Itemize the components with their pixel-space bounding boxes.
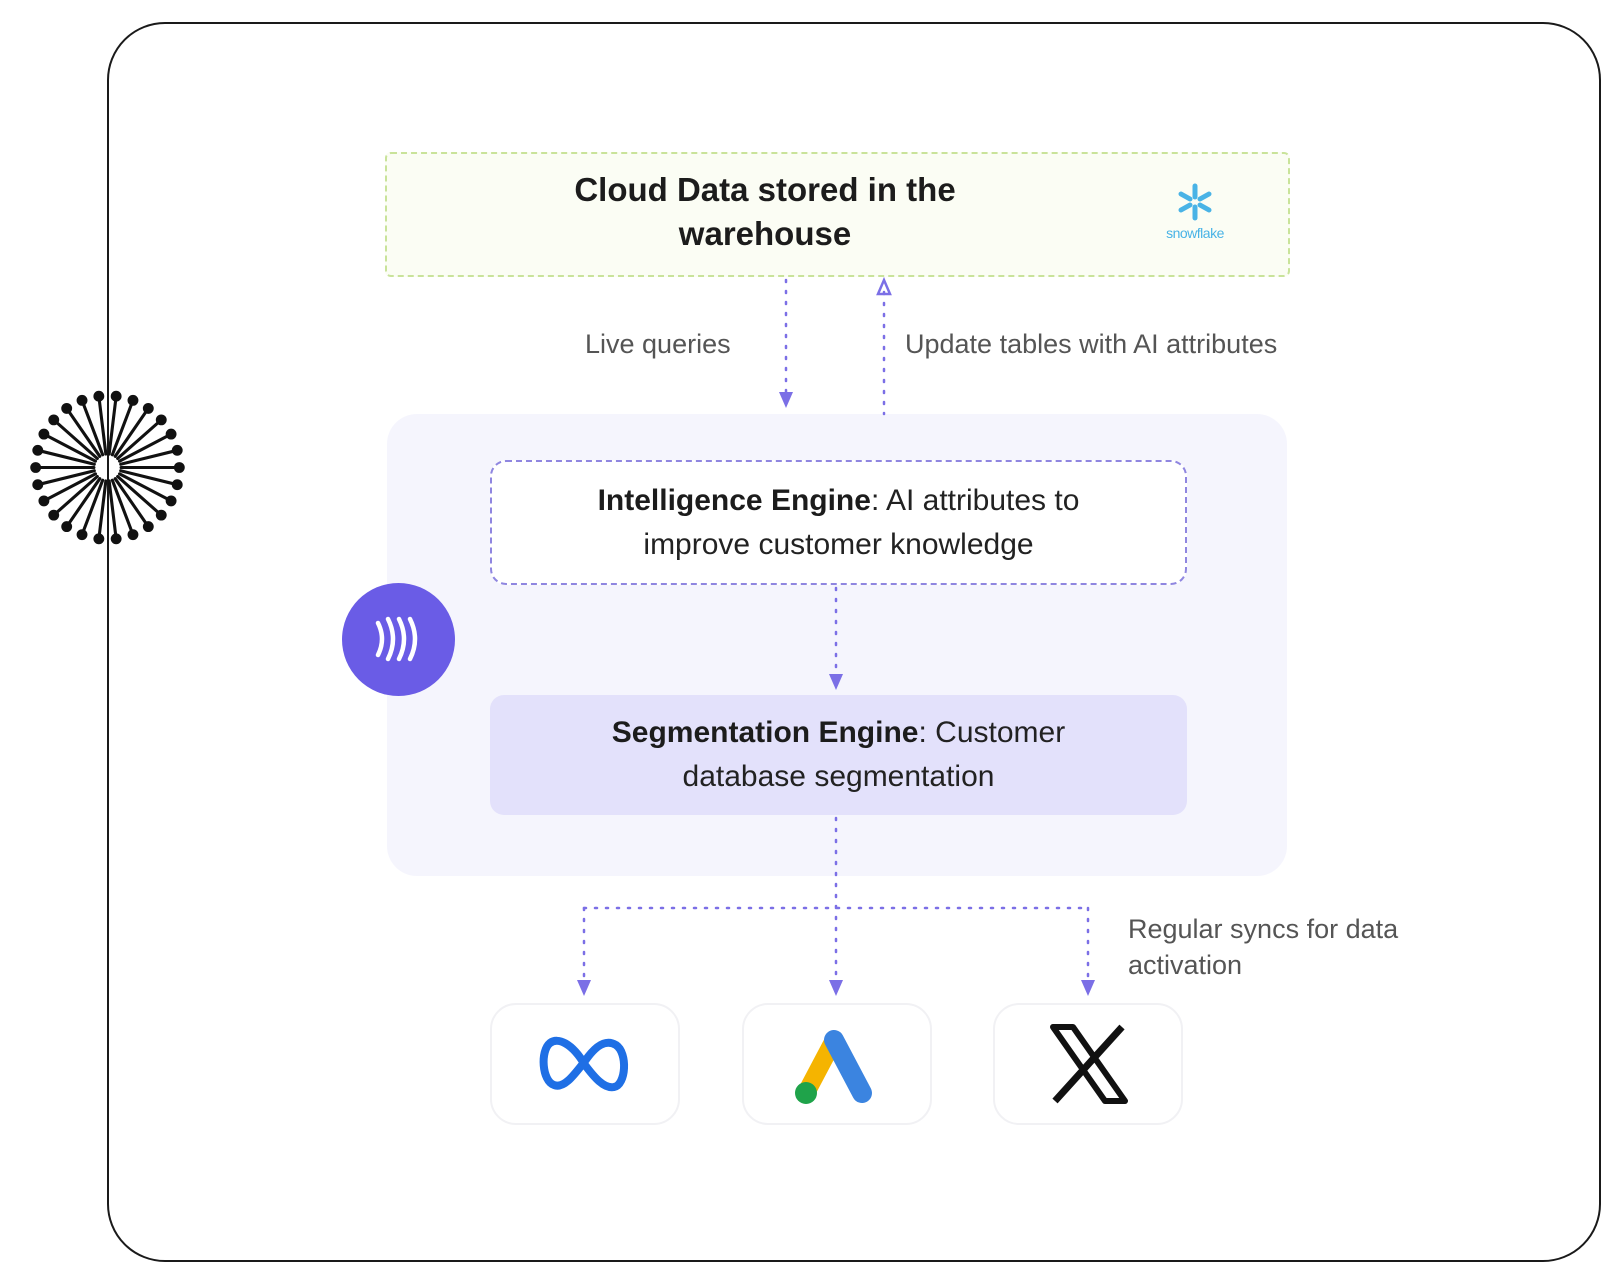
arrow-to-meta — [577, 980, 591, 996]
live-queries-label: Live queries — [585, 329, 731, 359]
regular-syncs-label: Regular syncs for data activation — [1128, 911, 1398, 983]
brand-badge — [342, 583, 455, 696]
arrow-to-x — [1081, 980, 1095, 996]
starburst-dot — [110, 390, 122, 402]
starburst-dot — [61, 402, 73, 414]
starburst-ray — [116, 418, 163, 461]
starburst-dot — [127, 529, 139, 541]
sound-waves-icon — [375, 616, 418, 662]
seg-separator: : — [918, 716, 927, 749]
segmentation-engine-desc2: database segmentation — [682, 760, 995, 793]
starburst-ray — [113, 477, 150, 529]
intelligence-engine-box: Intelligence Engine: AI attributes to im… — [490, 460, 1187, 585]
starburst-dot — [173, 462, 185, 473]
starburst-dot — [142, 521, 154, 533]
arrow-to-segmentation — [829, 674, 843, 690]
segmentation-engine-name: Segmentation Engine — [611, 716, 919, 749]
starburst-ray — [52, 474, 99, 517]
starburst-dot — [48, 509, 60, 521]
snowflake-label: snowflake — [1166, 225, 1224, 241]
starburst-ray — [110, 478, 135, 537]
meta-icon — [539, 1036, 628, 1092]
starburst-ray — [117, 432, 173, 463]
starburst-ray — [97, 479, 108, 541]
destination-google-ads — [742, 1003, 932, 1125]
starburst-ray — [117, 472, 173, 503]
starburst-dot — [32, 444, 44, 456]
intelligence-engine-desc1: AI attributes to — [879, 484, 1080, 517]
starburst-ray — [113, 406, 150, 458]
starburst-dot — [155, 509, 167, 521]
regular-syncs-line2: activation — [1128, 950, 1243, 980]
starburst-dot — [61, 521, 73, 533]
starburst-dot — [110, 533, 122, 545]
warehouse-box — [385, 152, 1290, 277]
destination-meta — [490, 1003, 680, 1125]
destination-x — [993, 1003, 1183, 1125]
arrow-update-tables — [876, 276, 892, 296]
starburst-ray — [42, 432, 98, 463]
starburst-ray — [107, 394, 118, 456]
warehouse-title-line2: warehouse — [678, 215, 852, 252]
x-icon — [1050, 1024, 1128, 1104]
snowflake-icon — [1178, 183, 1212, 221]
arrow-to-google-ads — [829, 980, 843, 996]
warehouse-title-line1: Cloud Data stored in the — [574, 171, 956, 208]
intel-separator: : — [870, 484, 880, 517]
starburst-ray — [65, 477, 102, 529]
starburst-ray — [119, 469, 179, 487]
starburst-ray — [42, 472, 98, 503]
starburst-ray — [52, 418, 99, 461]
starburst-ray — [80, 398, 105, 457]
starburst-dot — [93, 390, 105, 402]
starburst-dot — [38, 428, 50, 440]
starburst-ray — [80, 478, 105, 537]
starburst-dot — [76, 394, 88, 406]
regular-syncs-line1: Regular syncs for data — [1128, 914, 1399, 944]
update-tables-label: Update tables with AI attributes — [905, 329, 1278, 359]
starburst-dot — [155, 414, 167, 426]
starburst-dot — [76, 529, 88, 541]
google-ads-icon — [795, 1030, 872, 1104]
starburst-ray — [97, 394, 108, 456]
starburst-dot — [171, 479, 183, 491]
starburst-dot — [165, 428, 177, 440]
starburst-ray — [110, 398, 135, 457]
starburst-dot — [30, 462, 42, 473]
starburst-dot — [93, 533, 105, 545]
warehouse-title: Cloud Data stored in the warehouse — [385, 168, 1145, 256]
starburst-ray — [36, 469, 96, 487]
starburst-ray — [107, 479, 118, 541]
starburst-dot — [127, 394, 139, 406]
starburst-dot — [171, 444, 183, 456]
starburst-ray — [36, 448, 96, 466]
starburst-dot — [38, 495, 50, 507]
starburst-ray — [119, 448, 179, 466]
arrow-live-queries — [779, 392, 793, 408]
starburst-dot — [32, 479, 44, 491]
snowflake-logo: snowflake — [1140, 182, 1250, 252]
segmentation-engine-box: Segmentation Engine: Customer database s… — [490, 695, 1187, 815]
starburst-dot — [48, 414, 60, 426]
starburst-icon — [30, 390, 185, 545]
starburst-dot — [165, 495, 177, 507]
starburst-ray — [65, 406, 102, 458]
starburst-ray — [116, 474, 163, 517]
intelligence-engine-name: Intelligence Engine — [597, 484, 871, 517]
starburst-dot — [142, 402, 154, 414]
segmentation-engine-desc1: Customer — [926, 716, 1066, 749]
intelligence-engine-desc2: improve customer knowledge — [643, 528, 1034, 561]
